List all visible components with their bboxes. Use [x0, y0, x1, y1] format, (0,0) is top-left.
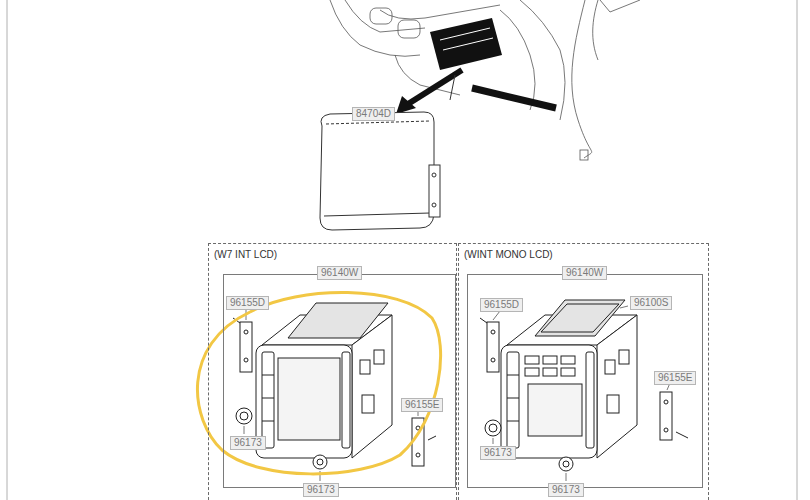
leader-lines	[244, 306, 670, 481]
callout-number: 96155E	[654, 371, 696, 385]
bezel-drawing	[320, 112, 440, 230]
group-heading: (WINT MONO LCD)	[459, 246, 553, 260]
callout-number: 96155D	[480, 298, 523, 312]
callout-number: 96173	[548, 483, 584, 497]
av-unit-drawing	[256, 303, 392, 458]
page-frame	[7, 0, 797, 500]
callout-number: 96155E	[401, 398, 443, 412]
part-number: 96140W	[317, 266, 362, 280]
callout-number: 96100S	[630, 296, 672, 310]
radio-in-dash	[430, 18, 502, 70]
callout-number: 84704D	[352, 107, 395, 121]
callout-number: 96155D	[226, 296, 269, 310]
pointer-arrows	[396, 70, 556, 114]
radio-in-dash-detail	[440, 28, 493, 50]
group-heading: (W7 INT LCD)	[209, 246, 277, 260]
variant-group-box: (W7 INT LCD) 96140W	[208, 243, 457, 500]
part-number: 96140W	[562, 266, 607, 280]
highlight-circle	[197, 292, 440, 473]
bracket-drawing	[480, 318, 688, 471]
callout-number: 96173	[480, 446, 516, 460]
callout-number: 96173	[230, 436, 266, 450]
av-unit-drawing	[501, 300, 637, 458]
callout-number: 96173	[303, 483, 339, 497]
